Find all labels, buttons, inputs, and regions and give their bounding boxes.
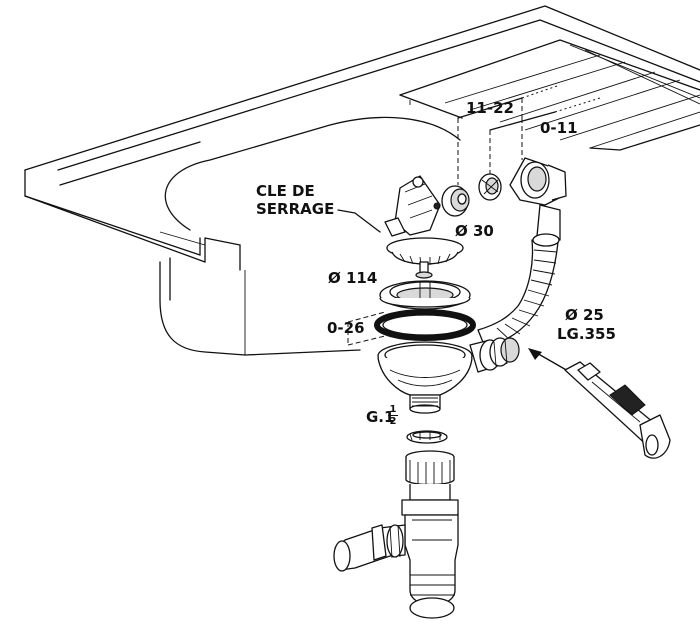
key-label-line1: CLE DE	[256, 182, 315, 200]
strainer-basket	[386, 237, 464, 279]
sink-countertop	[24, 5, 700, 356]
key-leader-line	[337, 209, 381, 233]
thread-fraction-denominator: 2	[389, 416, 397, 427]
lock-ring	[406, 430, 448, 444]
dimension-lines	[347, 84, 601, 346]
dimension-11-22: 11-22	[466, 99, 514, 117]
sink-flange	[379, 280, 471, 310]
hose-length: LG.355	[557, 325, 616, 343]
flexible-overflow-hose	[477, 204, 561, 348]
diameter-30: Ø 30	[455, 222, 494, 240]
diameter-114: Ø 114	[328, 269, 378, 287]
overflow-nut	[478, 173, 502, 201]
key-label-line2: SERRAGE	[256, 200, 335, 218]
overflow-cap	[441, 185, 470, 217]
thread-fraction-numerator: 1	[388, 404, 398, 416]
dimension-0-26: 0-26	[327, 319, 365, 337]
diameter-25: Ø 25	[565, 306, 604, 324]
cutter-knife	[528, 348, 671, 459]
overflow-body	[509, 157, 567, 206]
dimension-0-11: 0-11	[540, 119, 578, 137]
thread-size-label: G.1	[366, 408, 395, 426]
sealing-gaskets	[374, 309, 476, 341]
bottle-trap	[333, 450, 459, 619]
wrench-key	[384, 175, 441, 237]
drain-body	[377, 341, 473, 414]
overflow-connector	[469, 337, 520, 373]
